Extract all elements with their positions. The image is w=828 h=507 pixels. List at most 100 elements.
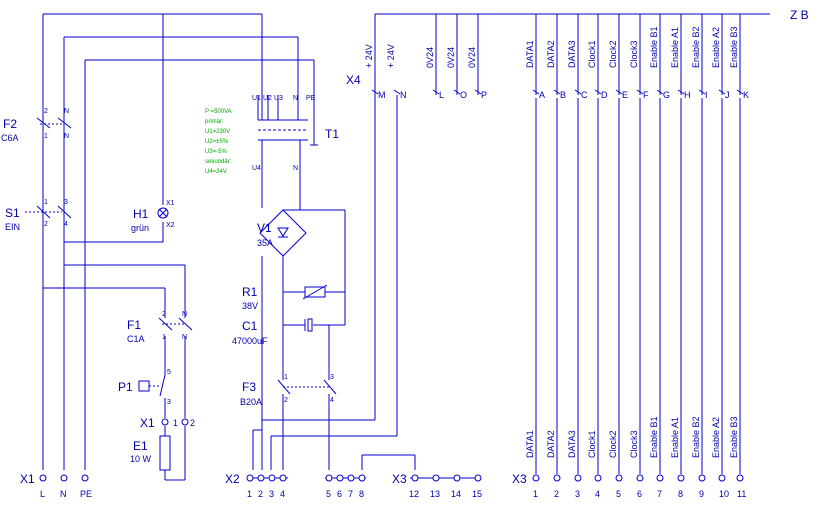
f1-rating: C1A [127, 334, 145, 344]
x4-signal-14: Enable B2 [691, 26, 701, 68]
svg-text:15: 15 [472, 489, 482, 499]
x3-left-numbers: 12 13 14 15 [409, 489, 482, 499]
x1-aux-tag: X1 [140, 416, 155, 430]
f1-tag: F1 [127, 318, 141, 332]
svg-text:12: 12 [409, 489, 419, 499]
x3-number-5: 5 [616, 489, 621, 499]
f2-tag: F2 [3, 117, 17, 131]
x1-aux-pin-1: 1 [173, 418, 178, 428]
c1-capacitor [304, 318, 313, 332]
p1-tag: P1 [118, 380, 133, 394]
x4-pin-11: F [643, 90, 649, 100]
svg-text:primär:: primär: [205, 119, 224, 125]
bus-label: Z B [790, 8, 809, 22]
x1-pin-n: N [60, 489, 67, 499]
bottom-wiring [248, 14, 480, 479]
x3-number-4: 4 [595, 489, 600, 499]
x3-left-tag: X3 [392, 472, 407, 486]
t1-terminal-u1: U1 [252, 95, 261, 102]
svg-text:U3=-5%: U3=-5% [205, 149, 228, 155]
x4-column-14: Enable B2I [691, 14, 708, 100]
f2-pin-1: 1 [44, 133, 48, 140]
x3-signal-3: DATA3 [567, 430, 577, 458]
x3-signal-5: Clock2 [608, 430, 618, 458]
x4-pin-4: O [460, 90, 467, 100]
f2-breaker [36, 117, 72, 129]
x2-numbers: 1 2 3 4 5 6 7 8 [247, 489, 364, 499]
s1-pin-4: 4 [64, 221, 68, 228]
x3-signal-6: Clock3 [629, 430, 639, 458]
s1-pin-3: 3 [64, 199, 68, 206]
p1-pin-3: 3 [167, 399, 171, 406]
x4-signal-2: + 24V [386, 44, 396, 68]
x4-signal-3: 0V24 [425, 47, 435, 68]
f2-pin-2: 2 [44, 108, 48, 115]
transformer-t1 [257, 95, 318, 208]
x4-pin-1: M [378, 90, 386, 100]
f1-pin-n-top: N [182, 311, 187, 318]
h1-pin-x1: X1 [166, 200, 175, 207]
t1-terminal-u3: U3 [274, 95, 283, 102]
x4-signal-1: + 24V [364, 44, 374, 68]
x1-aux-pin-2: 2 [190, 418, 195, 428]
t1-terminal-pe: PE [306, 95, 316, 102]
x1-terminals [39, 474, 89, 482]
svg-text:8: 8 [359, 489, 364, 499]
x4-signal-5: 0V24 [467, 47, 477, 68]
x4-pin-5: P [481, 90, 487, 100]
x3-column-5: Clock2 5 [608, 98, 623, 499]
x4-signal-7: DATA2 [546, 40, 556, 68]
x4-signal-4: 0V24 [446, 47, 456, 68]
h1-lamp [157, 207, 169, 219]
v1-rectifier [259, 170, 346, 380]
x4-pin-7: B [560, 90, 566, 100]
s1-tag: S1 [5, 206, 20, 220]
v1-rating: 35A [257, 238, 273, 248]
x4-signal-15: Enable A2 [711, 27, 721, 68]
h1-tag: H1 [133, 207, 149, 221]
x1-pin-l: L [40, 489, 45, 499]
r1-rating: 38V [242, 301, 258, 311]
h1-pin-x2: X2 [166, 222, 175, 229]
f1-pin-n-bottom: N [182, 334, 187, 341]
x3-number-10: 10 [719, 489, 729, 499]
x4-pin-3: L [439, 90, 444, 100]
t1-terminal-u4: U4 [252, 165, 261, 172]
svg-text:2: 2 [258, 489, 263, 499]
h1-color: grün [131, 223, 149, 233]
x3-column-4: Clock1 4 [587, 98, 602, 499]
x4-column-16: Enable B3 K [729, 14, 749, 100]
x3-signal-1: DATA1 [525, 430, 535, 458]
x1-pin-pe: PE [80, 489, 92, 499]
x3-signal-2: DATA2 [546, 430, 556, 458]
x4-pin-13: H [684, 90, 691, 100]
x3-number-3: 3 [575, 489, 580, 499]
svg-text:13: 13 [430, 489, 440, 499]
x3-columns: DATA11DATA22DATA33Clock14Clock25Clock36E… [525, 98, 746, 499]
x3-signal-7: Enable B1 [649, 416, 659, 458]
x4-signal-16: Enable B3 [729, 26, 739, 68]
x4-pin-2: N [400, 90, 407, 100]
x4-signal-9: Clock1 [587, 40, 597, 68]
x3-number-7: 7 [657, 489, 662, 499]
x4-pin-9: D [601, 90, 608, 100]
p1-pin-5: 5 [167, 369, 171, 376]
svg-text:U4=24V: U4=24V [205, 169, 227, 175]
x4-signal-11: Clock3 [629, 40, 639, 68]
p1-switch [138, 374, 166, 397]
svg-text:5: 5 [326, 489, 331, 499]
t1-tag: T1 [325, 127, 339, 141]
x4-pin-16: K [743, 90, 749, 100]
x3-signal-4: Clock1 [587, 430, 597, 458]
